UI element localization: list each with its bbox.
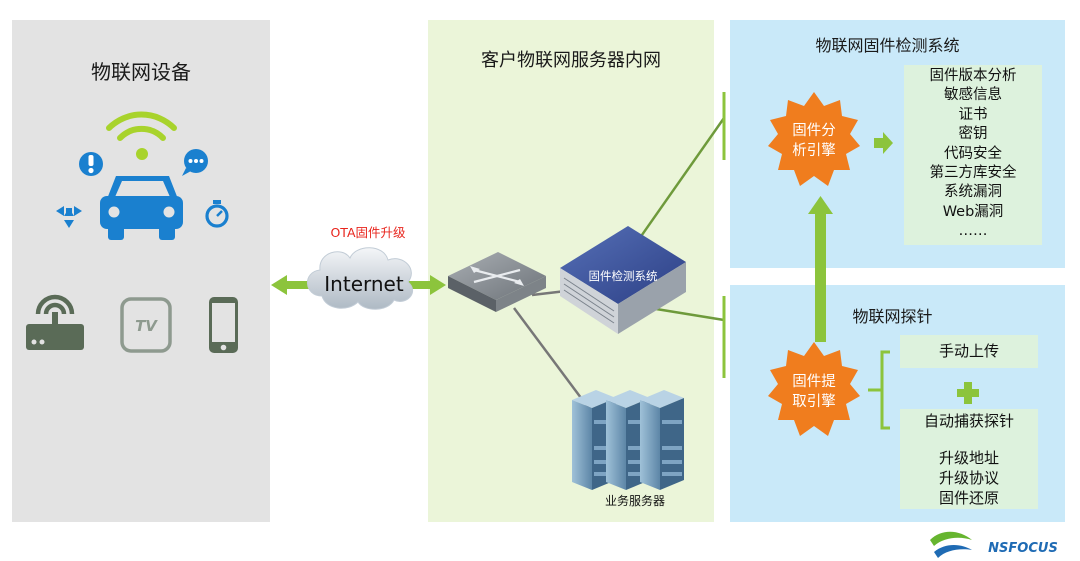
customer-intranet-title: 客户物联网服务器内网 xyxy=(481,50,661,71)
router-icon xyxy=(26,294,84,350)
detection-item: 密钥 xyxy=(958,126,988,143)
auto-capture-item: 升级地址 xyxy=(938,449,999,467)
detection-item: Web漏洞 xyxy=(942,203,1004,220)
business-servers-icon: 业务服务器 xyxy=(572,390,684,508)
business-server-label: 业务服务器 xyxy=(605,493,665,508)
stopwatch-icon xyxy=(205,200,229,228)
internet-cloud-icon: Internet xyxy=(307,247,414,310)
up-arrow xyxy=(808,196,833,342)
firmware-analysis-engine-badge: 固件分 析引擎 xyxy=(768,92,860,186)
auto-capture-item: 固件还原 xyxy=(938,489,999,507)
wifi-signal-icon xyxy=(106,111,177,160)
analysis-engine-starburst xyxy=(768,92,860,186)
analysis-engine-label-2: 析引擎 xyxy=(792,142,836,159)
probe-bracket xyxy=(868,350,890,430)
ota-label: OTA固件升级 xyxy=(330,225,406,240)
auto-capture-item: 升级协议 xyxy=(938,469,999,487)
firmware-detection-title: 物联网固件检测系统 xyxy=(815,36,960,55)
nsfocus-logo: NSFOCUS xyxy=(930,531,1058,558)
smartphone-icon xyxy=(209,297,238,353)
network-switch-icon xyxy=(448,252,546,312)
iot-devices-title: 物联网设备 xyxy=(91,60,191,84)
auto-capture-label: 自动捕获探针 xyxy=(923,412,1014,430)
auto-capture-box: 自动捕获探针 升级地址 升级协议 固件还原 xyxy=(900,409,1038,509)
right-arrow-icon xyxy=(874,132,893,154)
detection-item: 敏感信息 xyxy=(944,87,1002,104)
tv-label: TV xyxy=(135,317,158,335)
firmware-extraction-engine-badge: 固件提 取引擎 xyxy=(768,342,860,436)
analysis-engine-label-1: 固件分 xyxy=(792,122,836,139)
iot-probe-title: 物联网探针 xyxy=(852,307,933,326)
extraction-engine-label-2: 取引擎 xyxy=(792,393,836,410)
iot-devices-panel: 物联网设备 xyxy=(12,20,270,522)
detection-item: 固件版本分析 xyxy=(929,68,1017,84)
extraction-engine-label-1: 固件提 xyxy=(792,373,836,390)
chat-bubble-icon xyxy=(182,149,208,176)
detection-item: …… xyxy=(958,223,988,240)
internet-label: Internet xyxy=(324,272,404,296)
detection-item: 代码安全 xyxy=(944,145,1002,162)
plus-icon xyxy=(957,382,979,404)
move-arrows-icon xyxy=(56,206,82,228)
tv-icon: TV xyxy=(120,297,172,353)
detection-item: 证书 xyxy=(958,106,988,123)
detection-items-list: 固件版本分析 敏感信息 证书 密钥 代码安全 第三方库安全 系统漏洞 Web漏洞… xyxy=(904,65,1042,245)
alert-icon xyxy=(79,152,103,176)
nsfocus-logo-text: NSFOCUS xyxy=(988,541,1058,556)
detection-item: 系统漏洞 xyxy=(944,184,1002,201)
car-icon xyxy=(100,176,183,240)
detection-item: 第三方库安全 xyxy=(929,164,1017,181)
extraction-engine-starburst xyxy=(768,342,860,436)
manual-upload-box: 手动上传 xyxy=(900,335,1038,368)
connection-lines xyxy=(512,92,726,411)
firmware-device-label: 固件检测系统 xyxy=(589,269,658,283)
firmware-detection-device-icon: 固件检测系统 xyxy=(560,226,686,334)
iot-devices-icons: TV xyxy=(26,111,238,353)
